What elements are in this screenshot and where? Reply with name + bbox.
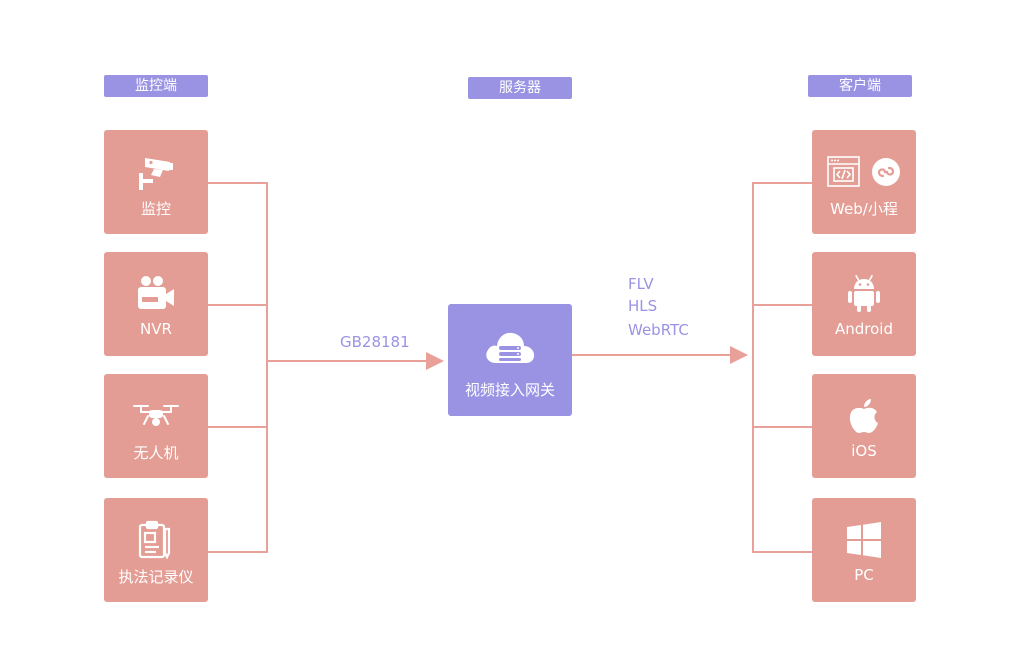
mini-program-icon (872, 158, 900, 186)
node-label: 监控 (140, 200, 171, 218)
video-gateway-node[interactable]: 视频接入网关 (448, 304, 572, 416)
node-android[interactable]: Android (812, 252, 916, 356)
arrow-to-clients (730, 346, 748, 364)
gateway-label: 视频接入网关 (464, 381, 555, 399)
apple-icon (812, 392, 916, 440)
header-server: 服务器 (468, 77, 572, 99)
node-drone[interactable]: 无人机 (104, 374, 208, 478)
output-protocol-hls: HLS (628, 297, 658, 315)
clipboard-recorder-icon (104, 516, 208, 564)
node-label: Android (835, 320, 893, 338)
output-protocol-flv: FLV (628, 275, 654, 293)
header-client: 客户端 (808, 75, 912, 97)
android-icon (812, 270, 916, 318)
header-monitor: 监控端 (104, 75, 208, 97)
input-protocol: GB28181 (340, 333, 410, 351)
node-surveillance[interactable]: 监控 (104, 130, 208, 234)
node-nvr[interactable]: NVR (104, 252, 208, 356)
node-label: Web/小程 (830, 200, 898, 218)
windows-icon (812, 516, 916, 564)
node-label: PC (854, 566, 874, 584)
node-label: iOS (851, 442, 877, 460)
node-label: 执法记录仪 (118, 568, 194, 586)
node-label: 无人机 (133, 444, 179, 462)
node-pc[interactable]: PC (812, 498, 916, 602)
output-protocol-webrtc: WebRTC (628, 321, 689, 339)
surveillance-camera-icon (104, 148, 208, 196)
video-recorder-icon (104, 270, 208, 318)
node-label: NVR (140, 320, 172, 338)
drone-icon (104, 392, 208, 440)
node-ios[interactable]: iOS (812, 374, 916, 478)
arrow-to-gateway (426, 352, 444, 370)
node-law-recorder[interactable]: 执法记录仪 (104, 498, 208, 602)
web-code-icon (827, 156, 860, 187)
cloud-server-icon (448, 324, 572, 370)
node-web[interactable]: Web/小程 (812, 130, 916, 234)
